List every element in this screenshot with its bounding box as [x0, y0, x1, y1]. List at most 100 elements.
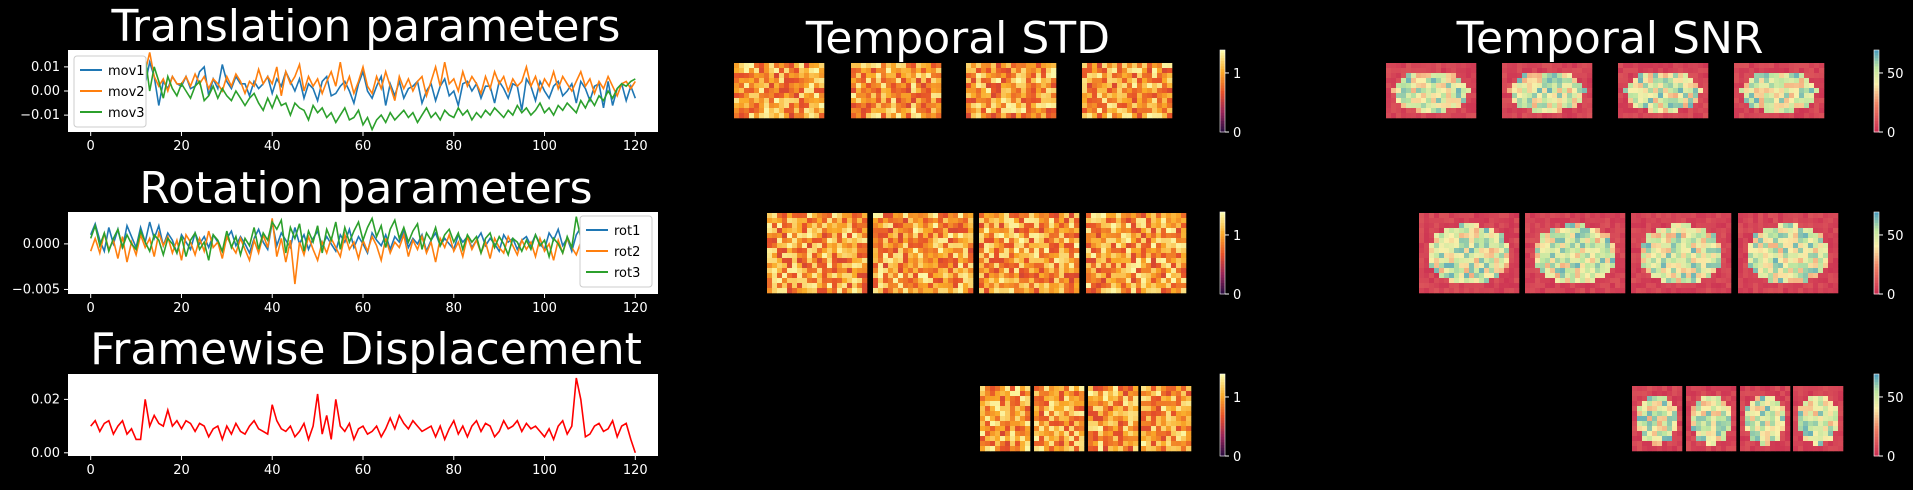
- x-tick-label: 60: [355, 301, 372, 316]
- rotation-plot-area: [68, 212, 658, 294]
- x-tick-label: 80: [445, 463, 462, 478]
- colorbar-tick-label: 0: [1233, 288, 1241, 303]
- legend-label-rot2: rot2: [614, 245, 640, 260]
- legend-label-rot1: rot1: [614, 224, 640, 239]
- tstd-slice-r2-c2: [1088, 386, 1139, 452]
- tstd-title: Temporal STD: [805, 13, 1111, 64]
- x-tick-label: 40: [264, 301, 281, 316]
- x-tick-label: 120: [623, 301, 648, 316]
- legend-label-mov2: mov2: [108, 85, 145, 100]
- rotation-title: Rotation parameters: [139, 163, 593, 214]
- translation-chart: 0 20 40 60 80 100 120 0.01 0.00 −0.01 mov1 mov2 mov3: [20, 50, 658, 154]
- y-tick-label: 0.02: [31, 392, 60, 407]
- x-tick-label: 100: [532, 301, 557, 316]
- legend-box: [73, 55, 147, 128]
- tstd-slice-r1-c2: [979, 213, 1080, 294]
- tstd-slice-r0-c0: [734, 63, 825, 119]
- tsnr-slice-r1-c2: [1631, 213, 1732, 294]
- colorbar-tick-label: 0: [1887, 450, 1895, 465]
- colorbar-tick-label: 0: [1887, 126, 1895, 141]
- tstd-slice-r0-c1: [851, 63, 942, 119]
- tsnr-slice-r1-c1: [1525, 213, 1626, 294]
- tstd-slice-r1-c1: [873, 213, 974, 294]
- tsnr-slice-r2-c3: [1793, 386, 1844, 452]
- legend-label-mov3: mov3: [108, 106, 145, 121]
- rotation-chart: 0 20 40 60 80 100 120 0.000 −0.005 rot1 rot2 rot3: [12, 212, 658, 316]
- tstd-slice-r0-c2: [966, 63, 1057, 119]
- tsnr-colorbar-2-outline: [1873, 373, 1880, 457]
- tstd-slice-r1-c3: [1086, 213, 1187, 294]
- tsnr-slice-r0-c0: [1386, 63, 1477, 119]
- x-tick-label: 20: [173, 463, 190, 478]
- tsnr-slice-r2-c1: [1686, 386, 1737, 452]
- x-tick-label: 100: [532, 139, 557, 154]
- tsnr-slice-r0-c2: [1618, 63, 1709, 119]
- tstd-slice-r2-c1: [1034, 386, 1085, 452]
- x-tick-label: 120: [623, 139, 648, 154]
- tsnr-slice-r1-c3: [1738, 213, 1839, 294]
- colorbar-tick-label: 50: [1887, 67, 1904, 82]
- tsnr-colorbar-1-outline: [1873, 211, 1880, 295]
- translation-title: Translation parameters: [111, 1, 621, 52]
- rotation-legend: rot1 rot2 rot3: [579, 215, 653, 288]
- y-tick-label: 0.00: [31, 84, 60, 99]
- tstd-colorbar-2-outline: [1219, 373, 1226, 457]
- x-tick-label: 40: [264, 139, 281, 154]
- x-tick-label: 120: [623, 463, 648, 478]
- x-tick-label: 80: [445, 301, 462, 316]
- tsnr-slice-r0-c3: [1734, 63, 1825, 119]
- tstd-colorbar-0-outline: [1219, 49, 1226, 133]
- tstd-colorbar-1-outline: [1219, 211, 1226, 295]
- x-tick-label: 0: [87, 139, 95, 154]
- translation-series-mov1: [89, 58, 637, 111]
- y-tick-label: 0.01: [31, 60, 60, 75]
- x-tick-label: 40: [264, 463, 281, 478]
- x-tick-label: 0: [87, 463, 95, 478]
- y-tick-label: 0.00: [31, 446, 60, 461]
- colorbar-tick-label: 1: [1233, 67, 1241, 82]
- legend-label-rot3: rot3: [614, 266, 640, 281]
- translation-legend: mov1 mov2 mov3: [73, 55, 147, 128]
- tsnr-colorbar-0: 0 50: [1873, 49, 1904, 141]
- tsnr-slice-r1-c0: [1419, 213, 1520, 294]
- fd-title: Framewise Displacement: [90, 324, 642, 375]
- fd-chart: 0 20 40 60 80 100 120 0.02 0.00: [31, 374, 658, 478]
- x-tick-label: 60: [355, 463, 372, 478]
- legend-label-mov1: mov1: [108, 64, 145, 79]
- x-tick-label: 20: [173, 139, 190, 154]
- fd-plot-area: [68, 374, 658, 456]
- colorbar-tick-label: 0: [1233, 126, 1241, 141]
- y-tick-label: −0.01: [20, 108, 60, 123]
- tstd-slice-r2-c0: [980, 386, 1031, 452]
- x-tick-label: 60: [355, 139, 372, 154]
- x-tick-label: 0: [87, 301, 95, 316]
- tstd-slice-r2-c3: [1141, 386, 1192, 452]
- fd-series-fd: [90, 377, 637, 454]
- colorbar-tick-label: 1: [1233, 229, 1241, 244]
- colorbar-tick-label: 0: [1887, 288, 1895, 303]
- x-tick-label: 100: [532, 463, 557, 478]
- tsnr-slice-r2-c0: [1632, 386, 1683, 452]
- tsnr-heatmap: [1386, 63, 1844, 452]
- translation-plot-area: [68, 50, 658, 132]
- x-tick-label: 80: [445, 139, 462, 154]
- rotation-series-rot3: [89, 216, 636, 261]
- x-tick-label: 20: [173, 301, 190, 316]
- legend-box: [579, 215, 653, 288]
- tstd-colorbar-0: 01: [1219, 49, 1241, 141]
- y-tick-label: 0.000: [23, 237, 60, 252]
- tsnr-colorbar-2: 0 50: [1873, 373, 1904, 465]
- tsnr-slice-r2-c2: [1740, 386, 1791, 452]
- tsnr-colorbar-0-outline: [1873, 49, 1880, 133]
- y-tick-label: −0.005: [12, 282, 60, 297]
- colorbar-tick-label: 0: [1233, 450, 1241, 465]
- tstd-slice-r1-c0: [767, 213, 868, 294]
- tstd-colorbar-1: 01: [1219, 211, 1241, 303]
- tsnr-title: Temporal SNR: [1456, 13, 1764, 64]
- colorbar-tick-label: 50: [1887, 391, 1904, 406]
- tstd-heatmap: [734, 63, 1192, 452]
- tsnr-colorbar-1: 0 50: [1873, 211, 1904, 303]
- tstd-colorbar-2: 01: [1219, 373, 1241, 465]
- colorbar-tick-label: 50: [1887, 229, 1904, 244]
